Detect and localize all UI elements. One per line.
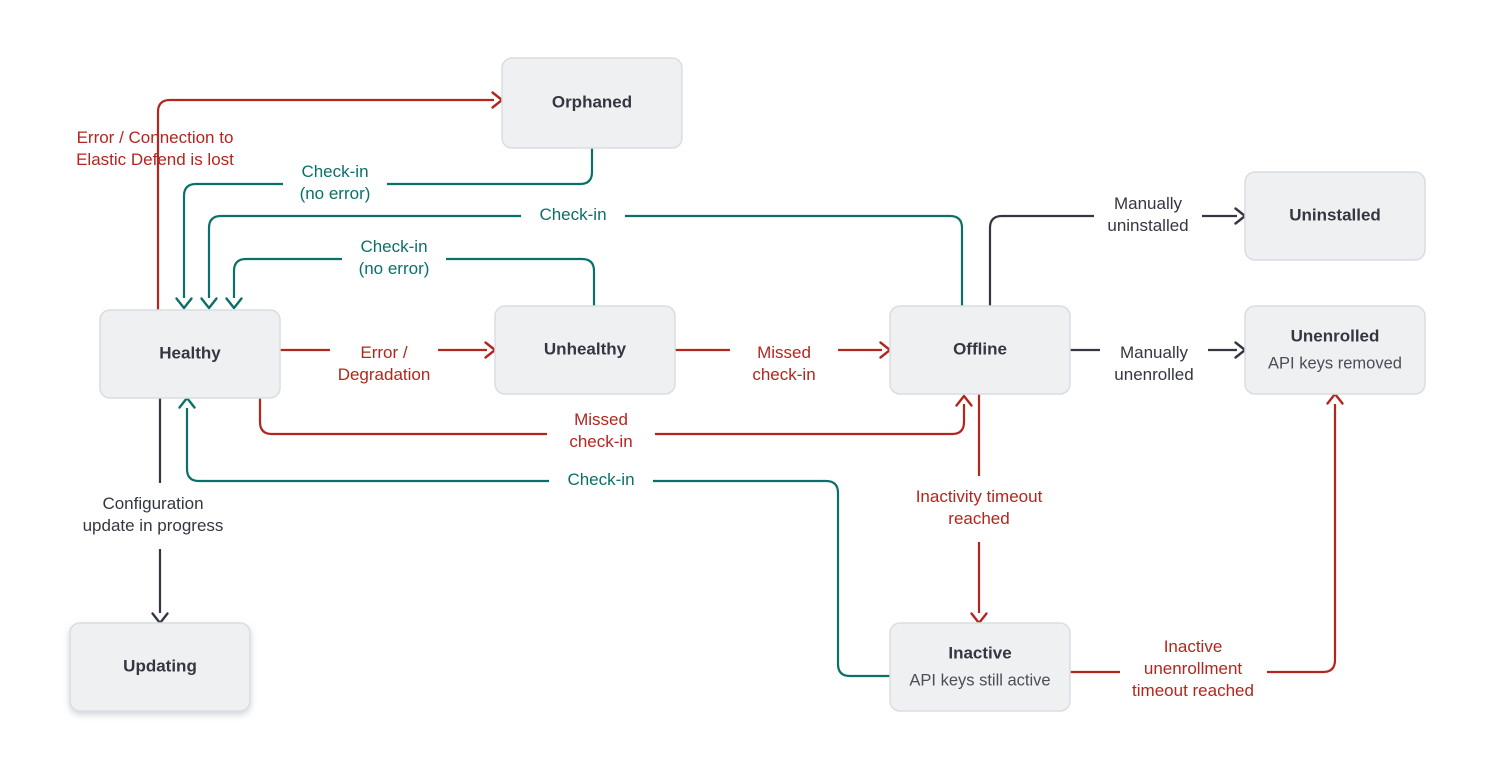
node-box <box>69 622 251 712</box>
edge-label-inactive-to-healthy: Check-in <box>567 470 634 489</box>
node-title: Unenrolled <box>1291 326 1380 345</box>
edge-line <box>156 98 494 310</box>
edge-unhealthy-to-healthy <box>225 257 596 310</box>
edge-line <box>182 148 594 298</box>
edge-line <box>185 408 890 678</box>
edge-label-unhealthy-to-healthy: Check-in(no error) <box>359 237 430 278</box>
node-unhealthy[interactable]: Unhealthy <box>494 305 676 395</box>
node-box <box>1244 171 1426 261</box>
edge-label-orphaned-to-healthy: Check-in(no error) <box>300 162 371 203</box>
arrowhead-icon <box>225 297 243 310</box>
node-title: Uninstalled <box>1289 205 1381 224</box>
arrowhead-icon <box>970 612 988 625</box>
edge-label-healthy-to-unhealthy: Error /Degradation <box>338 343 431 384</box>
edge-line <box>988 214 1237 306</box>
edge-orphaned-to-healthy <box>175 148 594 310</box>
arrowhead-icon <box>955 394 973 407</box>
node-title: Inactive <box>948 643 1011 662</box>
edge-line <box>232 257 596 306</box>
node-box <box>99 309 281 399</box>
arrowhead-icon <box>178 396 196 409</box>
edge-healthy-to-offline <box>258 394 973 436</box>
node-box <box>1244 305 1426 395</box>
node-title: Unhealthy <box>544 339 627 358</box>
edge-label-offline-to-healthy-top: Check-in <box>539 205 606 224</box>
node-subtitle: API keys still active <box>909 671 1050 689</box>
node-title: Healthy <box>159 343 221 362</box>
edge-line <box>207 214 964 306</box>
node-box <box>501 57 683 149</box>
arrowhead-icon <box>151 612 169 625</box>
node-subtitle: API keys removed <box>1268 354 1402 372</box>
edge-line <box>1070 404 1337 674</box>
node-title: Orphaned <box>552 92 632 111</box>
arrowhead-icon <box>175 297 193 310</box>
node-uninstalled[interactable]: Uninstalled <box>1244 171 1426 261</box>
node-offline[interactable]: Offline <box>889 305 1071 395</box>
edge-inactive-to-unenrolled <box>1070 392 1344 674</box>
node-box <box>889 305 1071 395</box>
node-updating[interactable]: Updating <box>69 622 251 712</box>
node-box <box>494 305 676 395</box>
edges-layer <box>151 91 1344 678</box>
edge-offline-to-healthy-top <box>200 214 964 310</box>
edge-inactive-to-healthy <box>178 396 890 678</box>
arrowhead-icon <box>200 297 218 310</box>
edge-line <box>258 398 966 436</box>
node-title: Offline <box>953 339 1007 358</box>
node-box <box>889 622 1071 712</box>
node-title: Updating <box>123 656 197 675</box>
node-orphaned[interactable]: Orphaned <box>501 57 683 149</box>
arrowhead-icon <box>1326 392 1344 405</box>
node-healthy[interactable]: Healthy <box>99 309 281 399</box>
